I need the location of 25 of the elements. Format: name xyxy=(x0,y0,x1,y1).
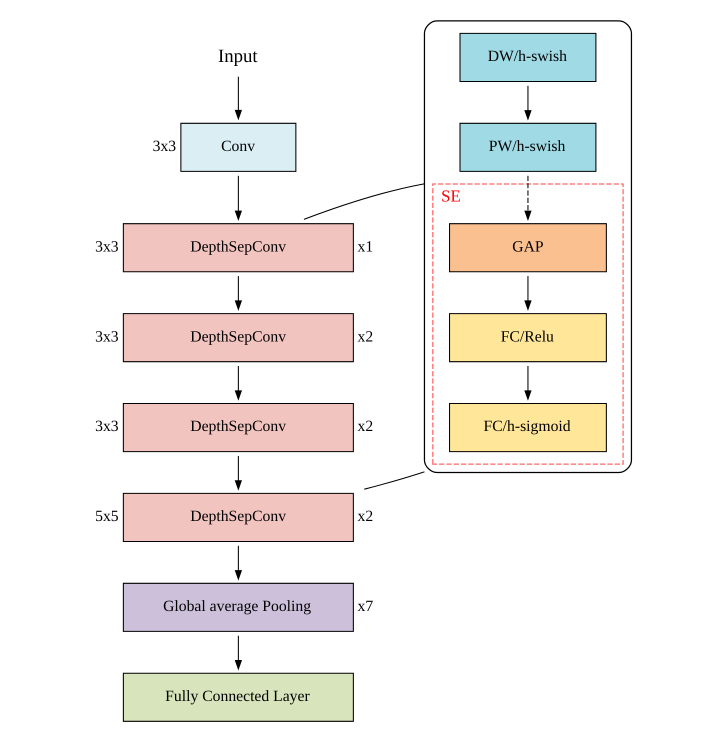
node-label: x2 xyxy=(357,508,373,526)
arrow xyxy=(234,456,242,491)
arrow xyxy=(524,276,532,311)
arrow xyxy=(234,176,242,222)
arrow xyxy=(234,546,242,581)
node-label: x7 xyxy=(357,598,373,616)
arrow xyxy=(524,176,532,222)
connector xyxy=(364,471,424,490)
arrow xyxy=(524,366,532,401)
arrow xyxy=(234,636,242,671)
node-text: Input xyxy=(217,46,258,68)
node-label: 3x3 xyxy=(94,418,118,436)
arrow xyxy=(234,276,242,311)
node-label: x2 xyxy=(357,328,373,346)
cluster xyxy=(423,20,632,474)
node-label: x1 xyxy=(357,238,373,256)
node-label: 5x5 xyxy=(94,508,118,526)
arrow xyxy=(234,366,242,401)
arrow xyxy=(524,86,532,121)
arrow xyxy=(234,76,242,120)
connector xyxy=(303,183,424,220)
node-label: 3x3 xyxy=(152,138,176,156)
node-label: 3x3 xyxy=(94,328,118,346)
node-label: 3x3 xyxy=(94,238,118,256)
node-label: x2 xyxy=(357,418,373,436)
